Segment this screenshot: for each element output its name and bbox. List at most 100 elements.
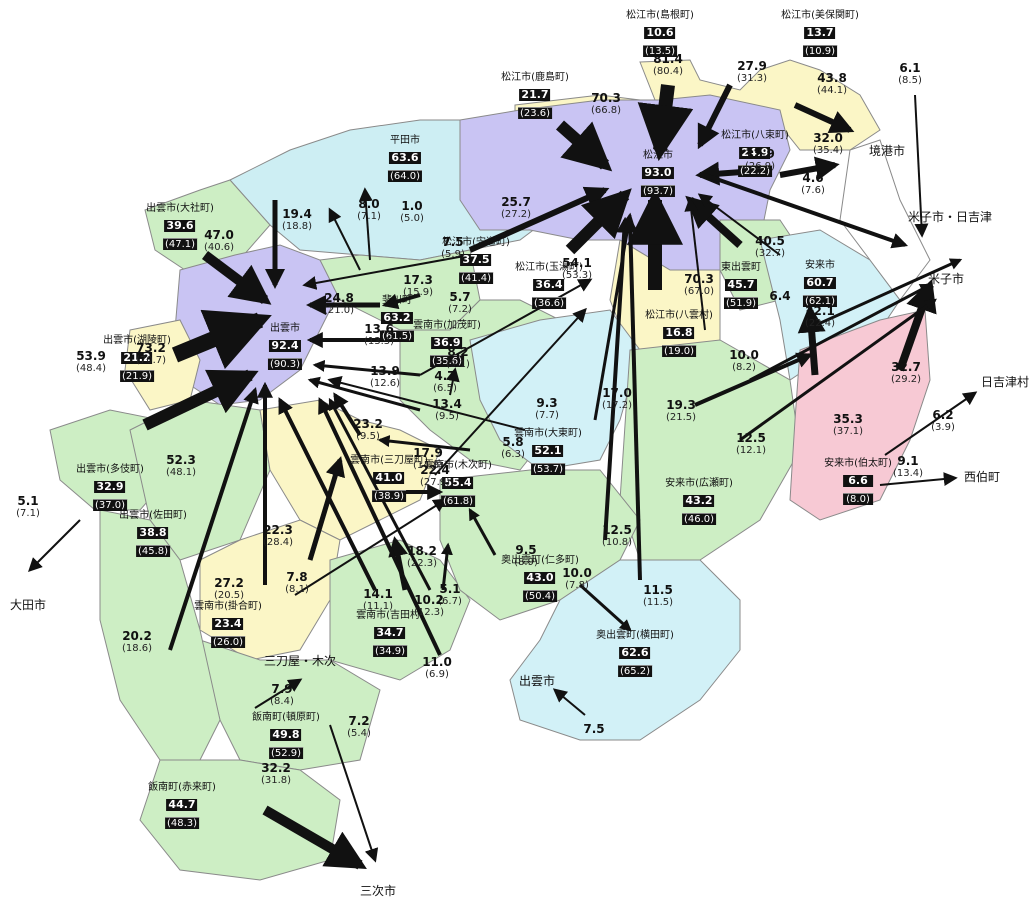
flow-value: 70.3 (684, 272, 714, 286)
external-place-label: 境港市 (868, 144, 906, 158)
external-place-label: 大田市 (9, 598, 47, 612)
arrow-taki-to-izumo (142, 369, 259, 431)
municipality-name: 雲南市(吉田村) (356, 610, 424, 621)
municipality-value: 6.6 (843, 474, 873, 488)
flow-value: 14.1 (363, 587, 393, 601)
flow-value: 7.2 (348, 714, 370, 728)
municipality-label: 安来市(広瀬町)43.2(46.0) (665, 478, 733, 526)
flow-prev-value: (26.9) (744, 161, 776, 173)
municipality-name: 安来市(伯太町) (824, 458, 892, 469)
flow-label: 7.5(5.9) (441, 235, 465, 261)
municipality-value: 16.8 (663, 325, 695, 340)
flow-label: 8.2(9.1) (446, 345, 470, 370)
arrow-matsue-to-yatsuka (779, 156, 840, 181)
municipality-name: 飯南町(頓原町) (252, 712, 320, 723)
flow-prev-value: (13.4) (892, 468, 924, 480)
flow-label: 11.0(6.9) (422, 655, 452, 680)
arrow-shinji-to-izumo (302, 254, 471, 290)
arrow-yasugi-to-matsue (697, 193, 781, 256)
flow-label: 47.0(40.6) (204, 228, 234, 253)
municipality-label: 奥出雲町(仁多町)43.0(50.4) (501, 555, 579, 603)
flow-label: 17.0(17.2) (602, 386, 632, 411)
flow-value: 43.8 (817, 71, 847, 85)
municipality-value: 55.4 (442, 475, 474, 490)
arrow-yokota-to-izumo (552, 688, 586, 716)
flow-value: 27.2 (214, 576, 244, 590)
municipality-prev-value: (61.8) (440, 494, 476, 508)
municipality-label: 松江市(玉湯町)36.4(36.6) (515, 262, 583, 310)
flow-value: 47.0 (204, 228, 234, 242)
flow-prev-value: (5.9) (441, 249, 465, 261)
flow-value: 22.1 (805, 304, 835, 318)
municipality-prev-value: (23.6) (517, 106, 553, 120)
flow-label: 18.2(22.3) (407, 544, 437, 569)
flow-prev-value: (7.1) (16, 508, 40, 520)
flow-label: 8.0(7.1) (357, 197, 381, 223)
arrow-hakuta-to-hiyoshizu (884, 391, 978, 456)
arrow-izumo-to-hikawa (381, 293, 421, 310)
municipality-name: 安来市 (804, 260, 835, 271)
flow-label: 13.6(13.3) (364, 322, 394, 347)
flow-value: 70.3 (591, 91, 621, 105)
flow-prev-value: (10.8) (601, 537, 633, 549)
arrow-kisuki-to-izumo (377, 435, 471, 452)
flow-label: 14.1(11.1) (363, 587, 393, 612)
arrow-tonbara-to-miyoshi (329, 724, 379, 863)
flow-value: 7.9 (271, 682, 293, 696)
flow-prev-value: (6.3) (501, 449, 525, 461)
flow-prev-value: (7.1) (357, 211, 381, 223)
municipality-label: 奥出雲町(横田町)62.6(65.2) (596, 630, 674, 678)
municipality-name: 奥出雲町(仁多町) (501, 555, 579, 566)
external-place-label: 米子市 (927, 272, 965, 286)
flow-value: 13.4 (432, 397, 462, 411)
flow-prev-value: (20.5) (213, 590, 245, 602)
arrow-hirose-to-yasugi (694, 352, 813, 407)
municipality-value: 49.8 (270, 727, 302, 742)
municipality-name: 出雲市(湖陵町) (103, 335, 171, 346)
municipality-label: 出雲市(佐田町)38.8(45.8) (119, 510, 187, 558)
flow-value: 4.6 (802, 171, 824, 185)
flow-prev-value: (18.6) (121, 643, 153, 655)
municipality-value: 36.4 (533, 277, 565, 292)
flow-prev-value: (35.4) (812, 145, 844, 157)
municipality-prev-value: (19.0) (661, 344, 697, 358)
municipality-prev-value: (48.3) (164, 816, 200, 830)
flow-label: 40.5(32.7) (755, 234, 785, 259)
flow-value: 12.5 (736, 431, 766, 445)
municipality-prev-value: (65.2) (617, 664, 653, 678)
arrow-hirose-to-matsue (684, 197, 706, 331)
flow-prev-value: (8.2) (732, 362, 756, 374)
arrow-sakai-to-yonago (914, 94, 929, 238)
flow-label: 13.4(9.5) (432, 397, 462, 422)
flow-prev-value: (11.5) (642, 597, 674, 609)
municipality-name: 斐川町 (381, 295, 412, 306)
municipality-value: 37.5 (460, 252, 492, 267)
municipality-prev-value: (34.9) (372, 644, 408, 658)
municipality-prev-value: (64.0) (387, 169, 423, 183)
arrow-hirose-to-yonago (739, 298, 937, 442)
municipality-value: 60.7 (804, 275, 836, 290)
arrow-southwest-to-izumo (168, 386, 259, 651)
flow-value: 32.0 (813, 131, 843, 145)
municipality-value: 41.0 (373, 470, 405, 485)
external-place-label: 三次市 (359, 884, 397, 898)
flow-value: 25.7 (501, 195, 531, 209)
flow-value: 4.7 (434, 369, 456, 383)
flow-label: 35.3(37.1) (833, 412, 863, 437)
municipality-label: 松江市(美保関町)13.7(10.9) (781, 10, 859, 58)
flow-prev-value: (31.3) (736, 73, 768, 85)
municipality-label: 雲南市(加茂町)36.9(35.6) (413, 320, 481, 368)
municipality-name: 出雲市(大社町) (146, 203, 214, 214)
municipality-prev-value: (8.0) (843, 492, 873, 506)
region-hakuta (789, 309, 931, 521)
municipality-value: 21.7 (519, 87, 551, 102)
municipality-name: 東出雲町 (721, 262, 761, 273)
flow-label: 12.5(12.1) (736, 431, 766, 456)
municipality-value: 62.6 (619, 645, 651, 660)
municipality-value: 32.9 (94, 479, 126, 494)
arrow-hakuta-to-yonago-b (797, 304, 826, 376)
region-south-west (99, 509, 221, 761)
municipality-label: 雲南市(吉田村)34.7(34.9) (356, 610, 424, 658)
